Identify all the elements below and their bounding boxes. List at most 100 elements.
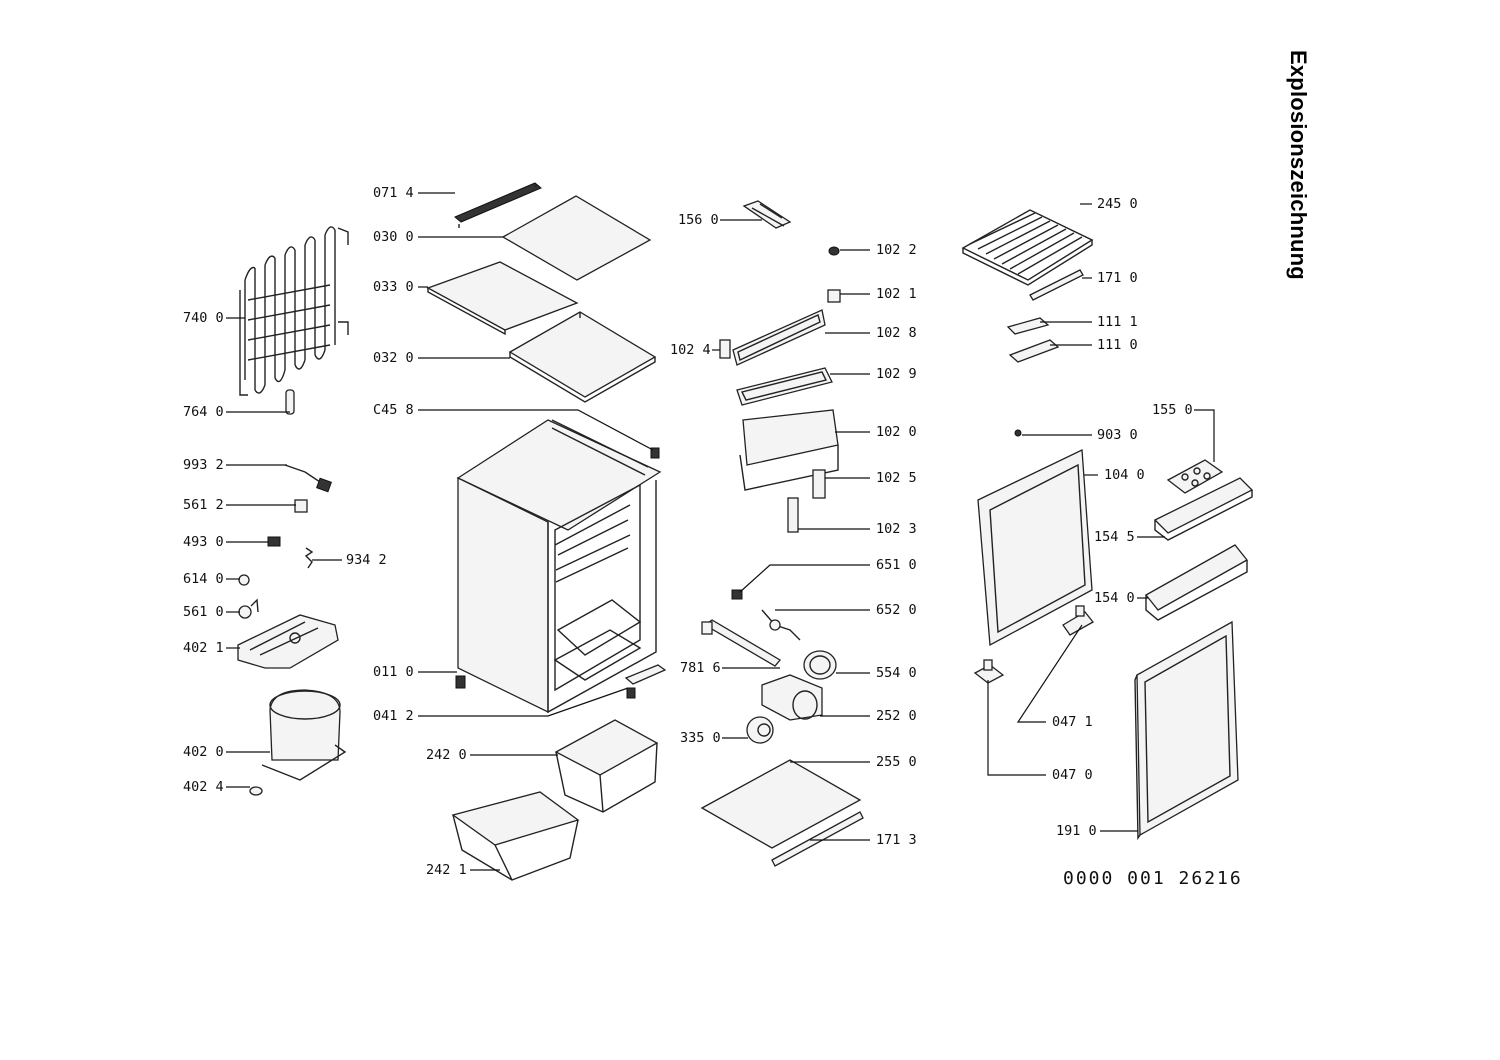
light-diffuser-554 xyxy=(803,650,837,680)
lamp-socket-652 xyxy=(761,609,801,641)
callout-label: 740 0 xyxy=(183,310,224,326)
callout-label: 171 3 xyxy=(876,832,917,848)
hinge-cap-102-2 xyxy=(828,246,840,256)
compressor xyxy=(261,689,347,781)
callout-label: 402 4 xyxy=(183,779,224,795)
callout-label: 030 0 xyxy=(373,229,414,245)
dryer-filter xyxy=(285,389,295,415)
compressor-cover xyxy=(237,614,339,669)
callout-label: 155 0 xyxy=(1152,402,1193,418)
knob-335 xyxy=(746,716,774,744)
callout-label: 041 2 xyxy=(373,708,414,724)
label-111-1 xyxy=(1006,317,1050,335)
callout-label: 111 0 xyxy=(1097,337,1138,353)
callout-label: 764 0 xyxy=(183,404,224,420)
condenser-coil xyxy=(239,226,349,396)
callout-label: 652 0 xyxy=(876,602,917,618)
callout-label: 102 2 xyxy=(876,242,917,258)
leader-lines xyxy=(226,192,1215,871)
callout-label: 402 1 xyxy=(183,640,224,656)
callout-label: 102 5 xyxy=(876,470,917,486)
callout-label: 554 0 xyxy=(876,665,917,681)
callout-label: 102 9 xyxy=(876,366,917,382)
callout-label: 561 0 xyxy=(183,604,224,620)
cabinet-body xyxy=(456,419,662,714)
flap-hinge-102-4 xyxy=(719,339,731,359)
callout-label: 335 0 xyxy=(680,730,721,746)
sensor-rail-781 xyxy=(701,619,781,667)
page-title: Explosionszeichnung xyxy=(1286,50,1311,280)
worktop-panel xyxy=(426,261,579,336)
callout-label: 561 2 xyxy=(183,497,224,513)
thermostat-cable xyxy=(284,464,332,493)
callout-label: 781 6 xyxy=(680,660,721,676)
callout-label: 104 0 xyxy=(1104,467,1145,483)
callout-label: 071 4 xyxy=(373,185,414,201)
ice-cube-tray xyxy=(742,200,792,229)
callout-label: 934 2 xyxy=(346,552,387,568)
callout-label: 242 0 xyxy=(426,747,467,763)
callout-label: 651 0 xyxy=(876,557,917,573)
egg-tray xyxy=(1166,459,1224,494)
shelf-strip-171-0 xyxy=(1029,269,1084,301)
callout-label: 102 8 xyxy=(876,325,917,341)
crisper-drawer-upper xyxy=(554,719,659,813)
grommet-402-4 xyxy=(249,786,263,796)
bracket-934 xyxy=(304,547,314,569)
callout-label: 903 0 xyxy=(1097,427,1138,443)
door-shelf-154-5 xyxy=(1153,477,1254,541)
thermostat-651 xyxy=(731,589,743,600)
freezer-flap-frame xyxy=(736,367,833,406)
glass-plate-255 xyxy=(700,759,862,849)
callout-label: 156 0 xyxy=(678,212,719,228)
thermostat-housing-252 xyxy=(761,674,823,721)
callout-label: 102 0 xyxy=(876,424,917,440)
hinge-047-1 xyxy=(1062,605,1094,636)
callout-label: 245 0 xyxy=(1097,196,1138,212)
glass-shelf xyxy=(508,311,657,403)
top-frame-strip xyxy=(454,182,542,228)
callout-label: 011 0 xyxy=(373,664,414,680)
callout-label: 191 0 xyxy=(1056,823,1097,839)
thermostat-knob xyxy=(294,499,308,513)
door-gasket-191 xyxy=(1134,620,1239,841)
lamp-holder xyxy=(238,574,250,586)
callout-label: 171 0 xyxy=(1097,270,1138,286)
callout-label: 102 3 xyxy=(876,521,917,537)
callout-label: 154 5 xyxy=(1094,529,1135,545)
callout-label: 032 0 xyxy=(373,350,414,366)
hinge-102-1 xyxy=(827,289,841,303)
top-cover-panel xyxy=(501,195,652,281)
callout-label: 102 1 xyxy=(876,286,917,302)
screw-903 xyxy=(1014,429,1022,437)
freezer-flap xyxy=(739,409,839,491)
relay-561 xyxy=(238,598,259,619)
door-shelf-154-0 xyxy=(1145,544,1248,621)
callout-label: 047 1 xyxy=(1052,714,1093,730)
callout-label: 614 0 xyxy=(183,571,224,587)
callout-label: 493 0 xyxy=(183,534,224,550)
clip-493 xyxy=(267,536,281,547)
crisper-drawer-lower xyxy=(451,791,580,881)
door-inner-liner xyxy=(977,448,1093,647)
document-number: 0000 001 26216 xyxy=(1063,868,1243,889)
hinge-pin xyxy=(650,447,660,459)
wire-shelf xyxy=(961,209,1094,286)
callout-labels: 071 4 030 0 033 0 032 0 C45 8 740 0 764 … xyxy=(183,185,1193,878)
freezer-door-gasket xyxy=(732,309,826,366)
callout-label: 255 0 xyxy=(876,754,917,770)
flap-handle-102-3 xyxy=(787,497,799,533)
callout-label: 111 1 xyxy=(1097,314,1138,330)
callout-label: 033 0 xyxy=(373,279,414,295)
strip-171-3 xyxy=(771,811,864,867)
callout-label: 242 1 xyxy=(426,862,467,878)
flap-part-102-5 xyxy=(812,469,826,499)
callout-label: 047 0 xyxy=(1052,767,1093,783)
bracket-111-0 xyxy=(1008,339,1060,363)
callout-label: 154 0 xyxy=(1094,590,1135,606)
callout-label: 993 2 xyxy=(183,457,224,473)
callout-label: 102 4 xyxy=(670,342,711,358)
leveling-foot-011 xyxy=(455,675,466,689)
hinge-047-0 xyxy=(973,659,1005,684)
